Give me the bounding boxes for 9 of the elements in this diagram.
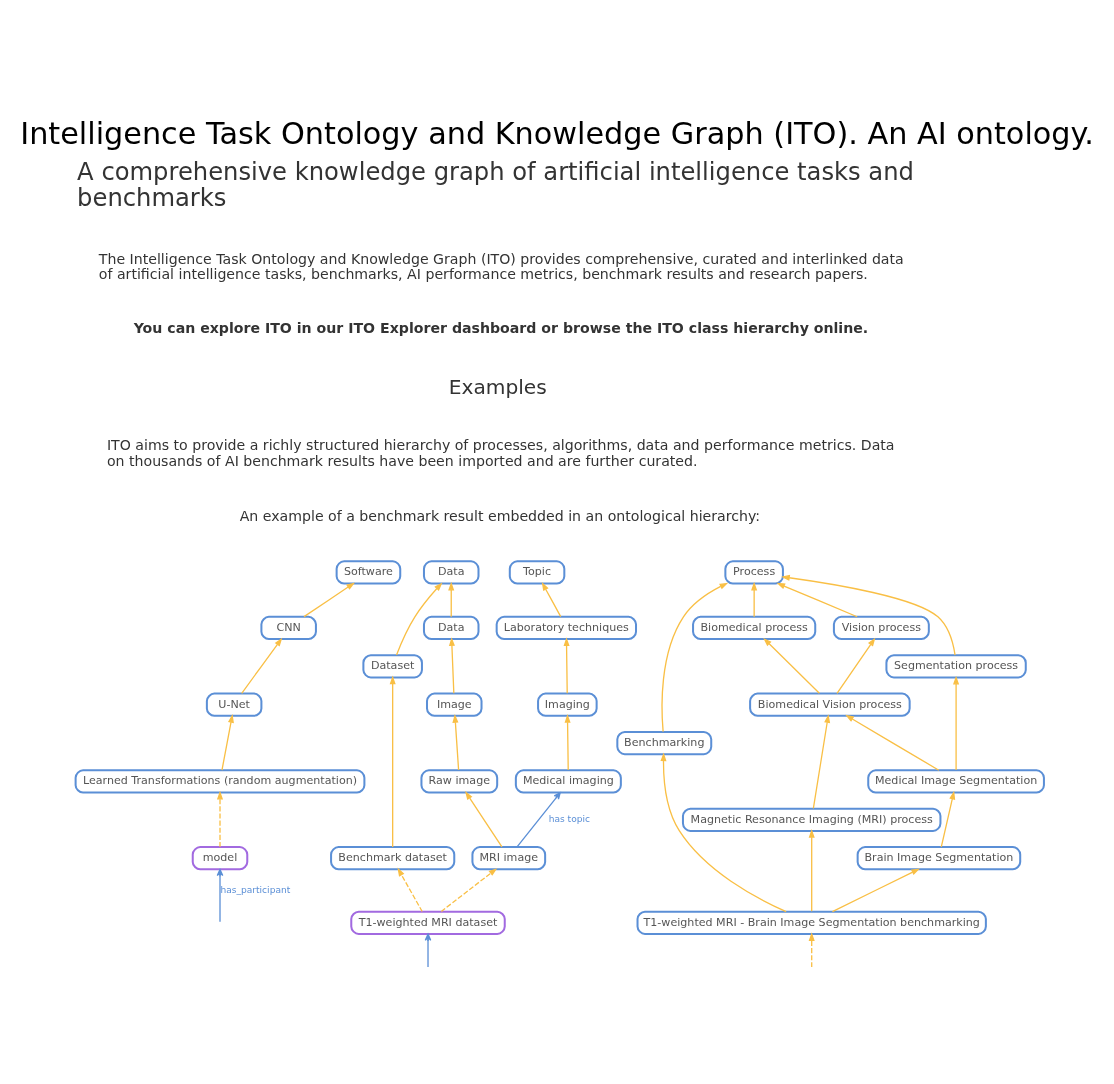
label: The Intelligence Task Ontology and Knowledge Graph (ITO) provides comprehensive, curated and interlinked data of artificial intelligence tasks, benchmarks, AI performance metrics, benchmark results and research papers. (98, 250, 904, 282)
label: You can explore ITO in our ITO Explorer dashboard or browse the ITO class hierarchy online. (133, 319, 869, 336)
edge-label: has topic (548, 814, 591, 825)
label: ITO aims to provide a richly structured hierarchy of processes, algorithms, data and performance metrics. Data on thousands of AI benchmark results have been imported and are further curated. (106, 437, 895, 469)
diagram-title: Intelligence Task Ontology and Knowledge Graph (ITO). An AI ontology. (20, 116, 1094, 152)
label: An example of a benchmark result embedded in an ontological hierarchy: (239, 507, 761, 524)
edge-label: has_participant (220, 884, 291, 895)
label: Examples (448, 374, 547, 399)
label: A comprehensive knowledge graph of artificial intelligence tasks and benchmarks (77, 157, 914, 213)
